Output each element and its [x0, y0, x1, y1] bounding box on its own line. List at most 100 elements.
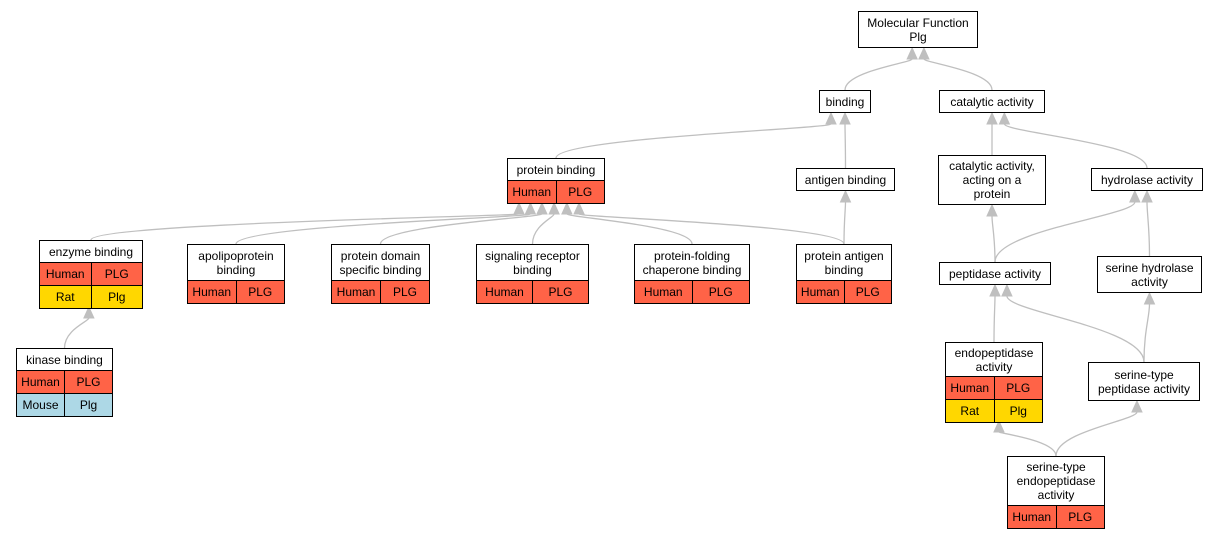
- node-label: protein binding: [516, 162, 596, 177]
- edge-enzyme-binding-to-protein-binding: [90, 201, 525, 241]
- annotation-row-rat: Rat Plg: [946, 399, 1042, 422]
- gene-cell: Plg: [64, 394, 112, 416]
- node-label: protein-folding chaperone binding: [642, 248, 742, 277]
- edge-serine-type-endopeptidase-activity-to-endopeptidase-activity: [993, 419, 1057, 457]
- annotation-row-human: Human PLG: [17, 370, 112, 393]
- edge-signaling-receptor-binding-to-protein-binding: [531, 201, 560, 245]
- edge-binding-to-molecular-function: [844, 46, 918, 91]
- node-label: endopeptidase activity: [954, 345, 1034, 374]
- edge-serine-type-peptidase-activity-to-peptidase-activity: [1001, 283, 1145, 363]
- species-cell: Mouse: [22, 398, 59, 412]
- edge-protein-antigen-binding-to-antigen-binding: [839, 189, 852, 245]
- species-cell: Human: [192, 285, 232, 299]
- node-peptidase-activity[interactable]: peptidase activity: [939, 262, 1051, 285]
- edge-protein-binding-to-binding: [555, 111, 837, 159]
- gene-cell: PLG: [1055, 506, 1105, 528]
- node-label: hydrolase activity: [1100, 172, 1194, 187]
- node-binding[interactable]: binding: [819, 90, 871, 113]
- species-cell: Rat: [55, 290, 75, 304]
- species-cell: Human: [1012, 510, 1052, 524]
- edge-endopeptidase-activity-to-peptidase-activity: [989, 283, 1001, 343]
- node-serine-hydrolase-activity[interactable]: serine hydrolase activity: [1097, 256, 1202, 293]
- annotation-row-human: Human PLG: [40, 262, 142, 285]
- node-label: serine-type endopeptidase activity: [1016, 460, 1096, 502]
- annotation-row-mouse: Mouse Plg: [17, 393, 112, 416]
- species-cell: Human: [336, 285, 376, 299]
- node-label: catalytic activity: [950, 94, 1034, 109]
- gene-cell: PLG: [555, 181, 605, 203]
- species-cell: Human: [643, 285, 683, 299]
- edge-protein-domain-specific-binding-to-protein-binding: [379, 201, 548, 245]
- gene-cell: PLG: [993, 377, 1043, 399]
- node-label: protein antigen binding: [804, 248, 884, 277]
- node-label: binding: [825, 94, 865, 109]
- edge-catalytic-activity-protein-to-catalytic-activity: [986, 111, 998, 155]
- edge-peptidase-activity-to-hydrolase-activity: [994, 189, 1141, 263]
- gene-cell: Plg: [993, 400, 1043, 422]
- edge-apolipoprotein-binding-to-protein-binding: [235, 201, 537, 245]
- node-label: antigen binding: [804, 172, 887, 187]
- edge-kinase-binding-to-enzyme-binding: [63, 305, 95, 349]
- node-label: serine-type peptidase activity: [1097, 367, 1191, 396]
- edge-antigen-binding-to-binding: [839, 111, 851, 169]
- gene-cell: PLG: [64, 371, 112, 393]
- edge-protein-folding-chaperone-binding-to-protein-binding: [561, 201, 693, 245]
- node-catalytic-activity[interactable]: catalytic activity: [939, 90, 1045, 113]
- node-label: apolipoprotein binding: [198, 248, 274, 277]
- node-label: Molecular Function Plg: [867, 15, 969, 44]
- gene-cell: PLG: [90, 263, 143, 285]
- annotation-row-human: Human PLG: [477, 280, 588, 303]
- gene-cell: PLG: [843, 281, 892, 303]
- gene-cell: PLG: [532, 281, 588, 303]
- node-catalytic-activity-protein[interactable]: catalytic activity, acting on a protein: [938, 155, 1046, 205]
- annotation-row-rat: Rat Plg: [40, 285, 142, 308]
- node-hydrolase-activity[interactable]: hydrolase activity: [1091, 168, 1203, 191]
- species-cell: Human: [45, 267, 85, 281]
- node-label: enzyme binding: [48, 244, 134, 259]
- node-antigen-binding[interactable]: antigen binding: [796, 168, 895, 191]
- species-cell: Human: [21, 375, 60, 389]
- edge-serine-type-endopeptidase-activity-to-serine-type-peptidase-activity: [1055, 399, 1143, 457]
- node-label: serine hydrolase activity: [1105, 260, 1194, 289]
- node-label: protein domain specific binding: [339, 248, 422, 277]
- gene-cell: PLG: [691, 281, 750, 303]
- node-molecular-function[interactable]: Molecular Function Plg: [858, 11, 978, 48]
- gene-cell: PLG: [380, 281, 429, 303]
- edge-serine-type-peptidase-activity-to-serine-hydrolase-activity: [1143, 291, 1156, 363]
- species-cell: Human: [485, 285, 524, 299]
- gene-cell: PLG: [235, 281, 285, 303]
- species-cell: Rat: [960, 404, 980, 418]
- species-cell: Human: [512, 185, 552, 199]
- node-label: catalytic activity, acting on a protein: [949, 159, 1035, 201]
- edge-catalytic-activity-to-molecular-function: [918, 46, 993, 91]
- node-label: peptidase activity: [948, 266, 1042, 281]
- node-label: signaling receptor binding: [485, 248, 580, 277]
- edge-hydrolase-activity-to-catalytic-activity: [998, 111, 1148, 169]
- edge-serine-hydrolase-activity-to-hydrolase-activity: [1141, 189, 1153, 257]
- annotation-row-human: Human PLG: [635, 280, 749, 303]
- edge-protein-antigen-binding-to-protein-binding: [573, 201, 845, 245]
- gene-cell: Plg: [90, 286, 143, 308]
- annotation-row-human: Human PLG: [332, 280, 429, 303]
- species-cell: Human: [800, 285, 840, 299]
- node-label: kinase binding: [26, 352, 103, 367]
- edge-peptidase-activity-to-catalytic-activity-protein: [986, 203, 998, 263]
- node-serine-type-peptidase-activity[interactable]: serine-type peptidase activity: [1088, 362, 1200, 401]
